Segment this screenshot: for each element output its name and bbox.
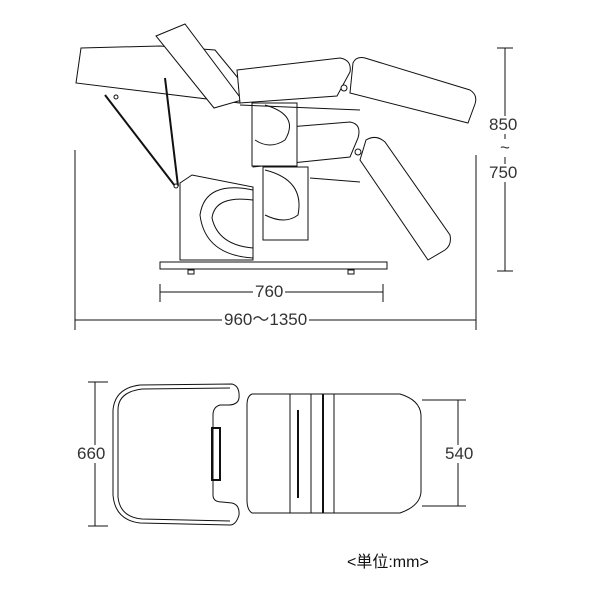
leg-rest-upper [349, 57, 477, 124]
connector [211, 427, 221, 481]
head-width-label: 660 [75, 444, 108, 463]
foot-left [187, 269, 195, 275]
column-curve [199, 187, 254, 259]
height-min-label: 750 [487, 163, 520, 182]
height-separator: ~ [498, 138, 512, 157]
link-arm-2 [309, 177, 361, 183]
seat-curve [254, 104, 290, 146]
base-column [179, 174, 254, 261]
unit-label: <単位:mm> [347, 554, 429, 571]
headrest-top-inner [117, 387, 231, 522]
seat-cushion [236, 57, 351, 104]
pivot [173, 183, 179, 189]
foot-right [347, 269, 355, 275]
lower-curve [264, 169, 300, 221]
pivot [113, 94, 119, 100]
seat-width-label: 540 [443, 444, 476, 463]
gas-spring-1 [104, 94, 176, 187]
seat-block [251, 102, 298, 167]
lower-column [262, 166, 309, 241]
pivot [340, 84, 348, 92]
base-plate [159, 261, 388, 270]
height-max-label: 850 [487, 115, 520, 134]
column-curve-inner [211, 198, 254, 249]
total-length-label: 960〜1350 [222, 310, 310, 329]
side-view-chair [75, 23, 477, 275]
base-length-label: 760 [253, 282, 286, 301]
gas-spring-2 [164, 77, 179, 187]
pivot [354, 148, 362, 156]
link-arm [239, 104, 361, 111]
headrest-top [112, 383, 240, 526]
top-view-chair [112, 383, 422, 526]
side-dimension-lines [74, 47, 513, 330]
leg-rest-lower [359, 136, 451, 261]
